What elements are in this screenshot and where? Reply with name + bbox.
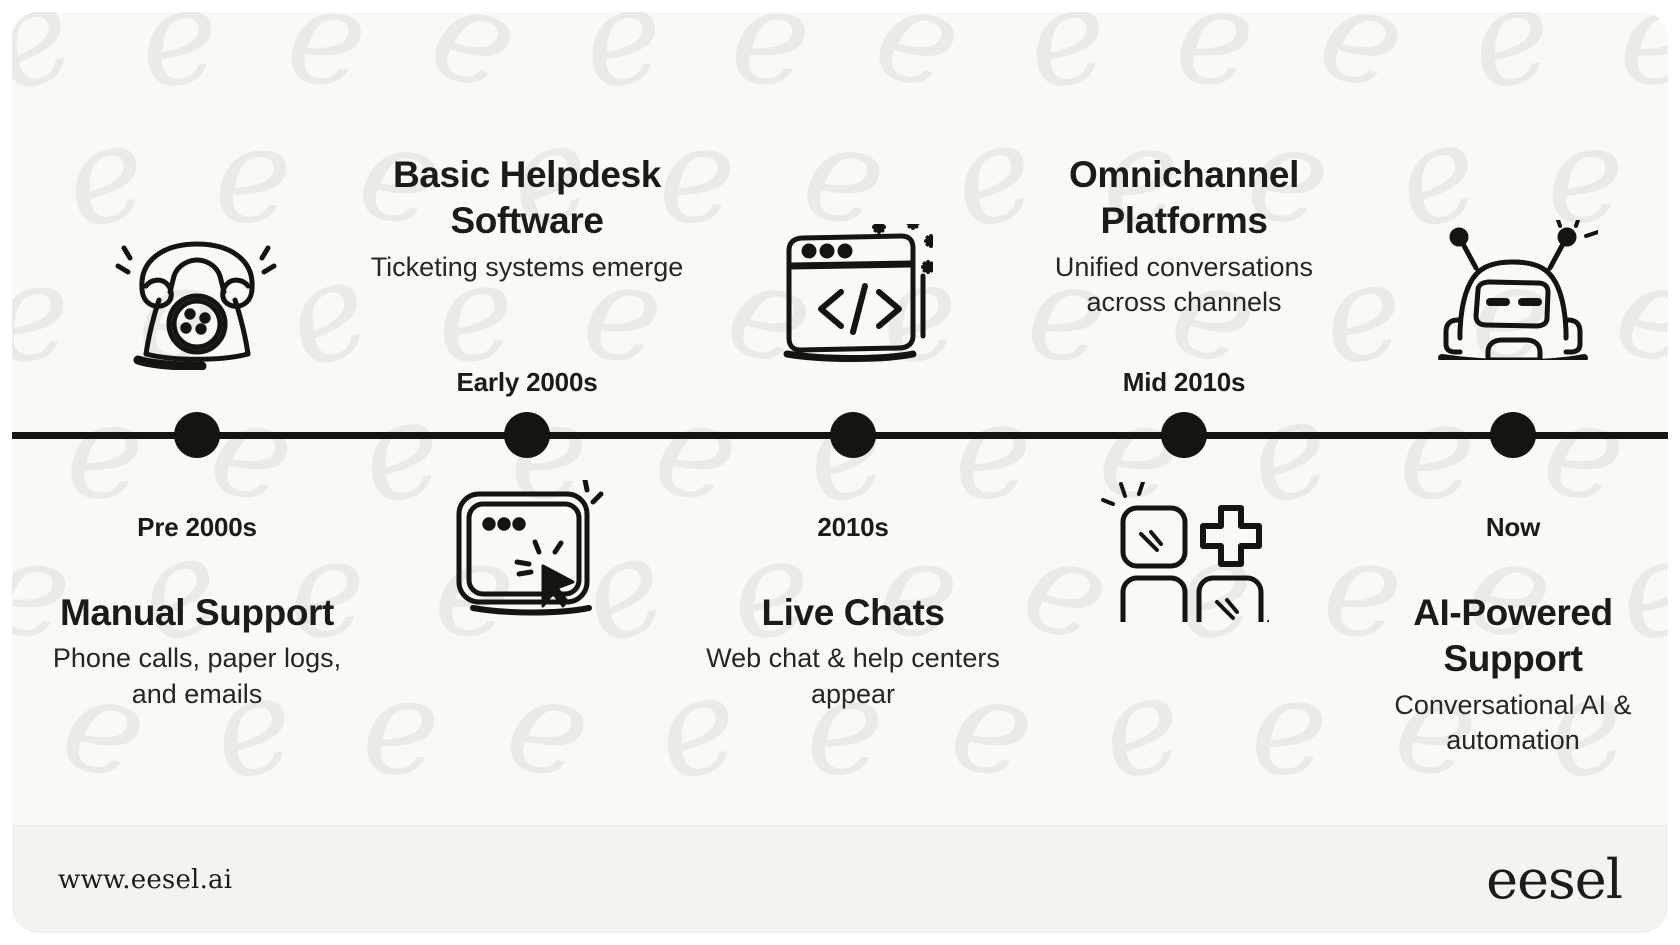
milestone-subtitle: Ticketing systems emerge: [370, 251, 684, 282]
watermark-glyph: e: [12, 89, 26, 263]
milestone-subtitle: Web chat & help centers appear: [706, 643, 1000, 710]
watermark-glyph: e: [1532, 368, 1639, 536]
watermark-glyph: e: [725, 12, 817, 119]
watermark-glyph: e: [196, 367, 310, 537]
timeline-node-4: [1490, 412, 1536, 458]
watermark-glyph: e: [1248, 650, 1330, 806]
watermark-glyph: e: [345, 368, 457, 536]
era-label-early-2000s: Early 2000s: [456, 367, 598, 397]
watermark-glyph: e: [1016, 12, 1118, 121]
watermark-glyph: e: [492, 643, 606, 813]
era-label-now: Now: [1485, 512, 1541, 542]
watermark-glyph: e: [1599, 228, 1668, 400]
watermark-glyph: e: [1303, 12, 1423, 124]
milestone-subtitle: Phone calls, paper logs, and emails: [52, 643, 342, 710]
watermark-glyph: e: [1395, 373, 1479, 531]
milestone-title: Basic Helpdesk Software: [393, 154, 661, 242]
milestone-title: AI-Powered Support: [1413, 592, 1613, 680]
timeline-node-1: [504, 412, 550, 458]
watermark-glyph: e: [952, 374, 1034, 530]
watermark-glyph: e: [858, 12, 981, 124]
watermark-glyph: e: [12, 12, 95, 124]
watermark-glyph: e: [12, 233, 78, 395]
watermark-glyph: e: [214, 99, 293, 253]
era-label-pre-2000s: Pre 2000s: [137, 512, 257, 542]
milestone-text-basic-helpdesk: Basic Helpdesk Software Ticketing system…: [357, 152, 697, 285]
era-label-2010s: 2010s: [817, 512, 889, 542]
watermark-glyph: e: [130, 12, 228, 120]
milestone-text-manual-support: Manual Support Phone calls, paper logs, …: [27, 590, 367, 713]
milestone-subtitle: Unified conversations across channels: [1054, 251, 1314, 318]
milestone-text-live-chats: Live Chats Web chat & help centers appea…: [693, 590, 1013, 713]
timeline-node-2: [830, 412, 876, 458]
code-window-icon: [773, 224, 933, 364]
watermark-glyph: e: [360, 650, 442, 806]
watermark-glyph: e: [641, 368, 753, 536]
footer-bar: www.eesel.ai eesel: [12, 825, 1668, 933]
watermark-glyph: e: [1459, 12, 1563, 121]
watermark-glyph: e: [49, 92, 161, 260]
milestone-title: Live Chats: [761, 592, 945, 633]
timeline-node-3: [1161, 412, 1207, 458]
rotary-phone-icon: [112, 230, 282, 370]
milestone-text-omnichannel: Omnichannel Platforms Unified conversati…: [1014, 152, 1354, 321]
timeline-node-0: [174, 412, 220, 458]
robot-icon: [1428, 220, 1598, 360]
milestone-text-ai-powered-support: AI-Powered Support Conversational AI & a…: [1363, 590, 1663, 759]
screen-cursor-icon: [447, 480, 607, 620]
watermark-glyph: e: [1084, 643, 1198, 813]
watermark-glyph: e: [1170, 12, 1260, 118]
footer-url[interactable]: www.eesel.ai: [58, 864, 233, 895]
watermark-glyph: e: [64, 374, 146, 530]
watermark-glyph: e: [413, 12, 538, 124]
milestone-title: Manual Support: [60, 592, 334, 633]
watermark-glyph: e: [573, 12, 673, 120]
watermark-glyph: e: [280, 12, 374, 119]
grid-plus-icon: [1099, 482, 1269, 622]
milestone-title: Omnichannel Platforms: [1069, 154, 1299, 242]
era-label-mid-2010s: Mid 2010s: [1122, 367, 1246, 397]
milestone-subtitle: Conversational AI & automation: [1394, 689, 1632, 756]
eesel-logo: eesel: [1486, 848, 1623, 911]
watermark-glyph: e: [1616, 12, 1668, 117]
